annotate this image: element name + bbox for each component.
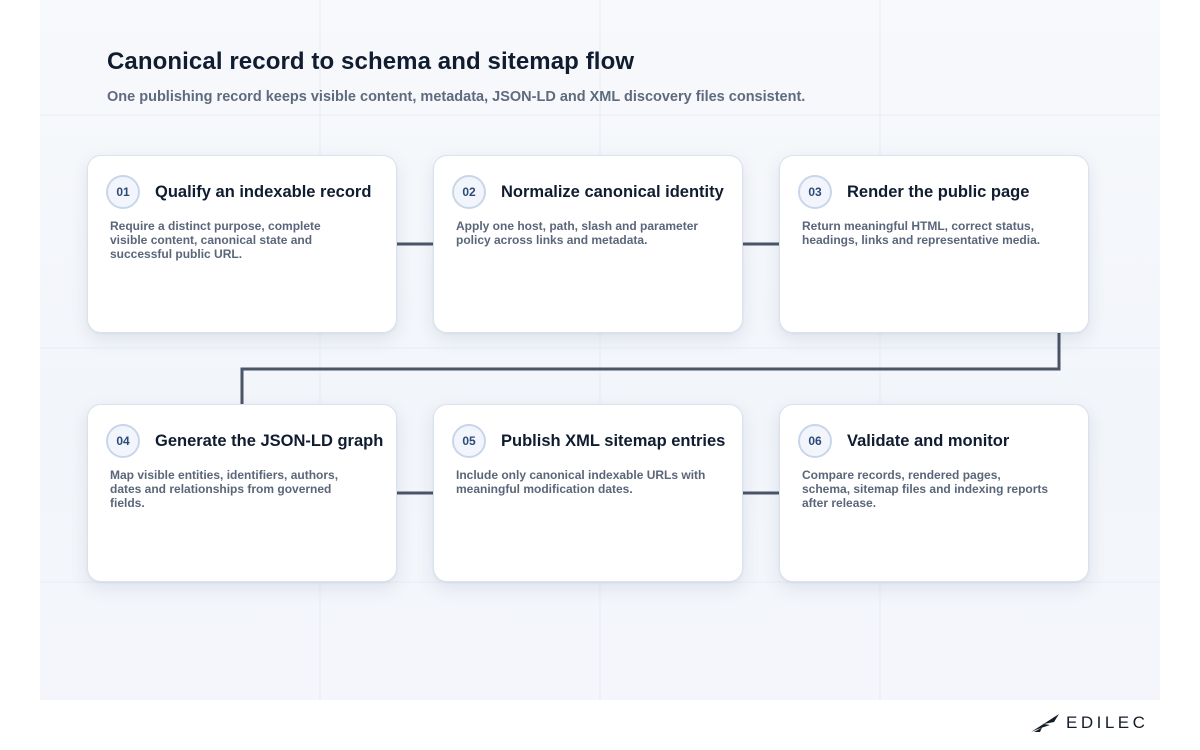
edilec-wing-icon — [1031, 714, 1059, 732]
step-description: Require a distinct purpose, complete vis… — [110, 219, 321, 261]
step-number-badge: 02 — [452, 175, 486, 209]
step-title: Render the public page — [847, 183, 1030, 201]
step-description: Map visible entities, identifiers, autho… — [110, 468, 339, 510]
page-subtitle: One publishing record keeps visible cont… — [107, 89, 806, 105]
step-number-badge: 05 — [452, 424, 486, 458]
brand-logo: EDILEC — [1030, 710, 1148, 736]
step-number-badge: 04 — [106, 424, 140, 458]
step-description: Apply one host, path, slash and paramete… — [456, 219, 699, 247]
step-number-badge: 06 — [798, 424, 832, 458]
page-title: Canonical record to schema and sitemap f… — [107, 48, 635, 75]
step-card-04: 04 Generate the JSON-LD graph Map visibl… — [87, 404, 397, 582]
brand-name: EDILEC — [1066, 713, 1149, 732]
step-title: Publish XML sitemap entries — [501, 432, 726, 450]
step-title: Generate the JSON-LD graph — [155, 432, 384, 450]
step-card-06: 06 Validate and monitor Compare records,… — [779, 404, 1089, 582]
step-card-01: 01 Qualify an indexable record Require a… — [87, 155, 397, 333]
connector-03-04 — [240, 333, 1061, 405]
step-card-02: 02 Normalize canonical identity Apply on… — [433, 155, 743, 333]
step-description: Compare records, rendered pages, schema,… — [802, 468, 1049, 510]
step-number-badge: 01 — [106, 175, 140, 209]
step-number-badge: 03 — [798, 175, 832, 209]
step-title: Validate and monitor — [847, 432, 1010, 450]
step-card-05: 05 Publish XML sitemap entries Include o… — [433, 404, 743, 582]
step-title: Qualify an indexable record — [155, 183, 372, 201]
step-description: Return meaningful HTML, correct status, … — [802, 219, 1041, 247]
step-card-03: 03 Render the public page Return meaning… — [779, 155, 1089, 333]
step-title: Normalize canonical identity — [501, 183, 724, 201]
step-description: Include only canonical indexable URLs wi… — [456, 468, 706, 496]
